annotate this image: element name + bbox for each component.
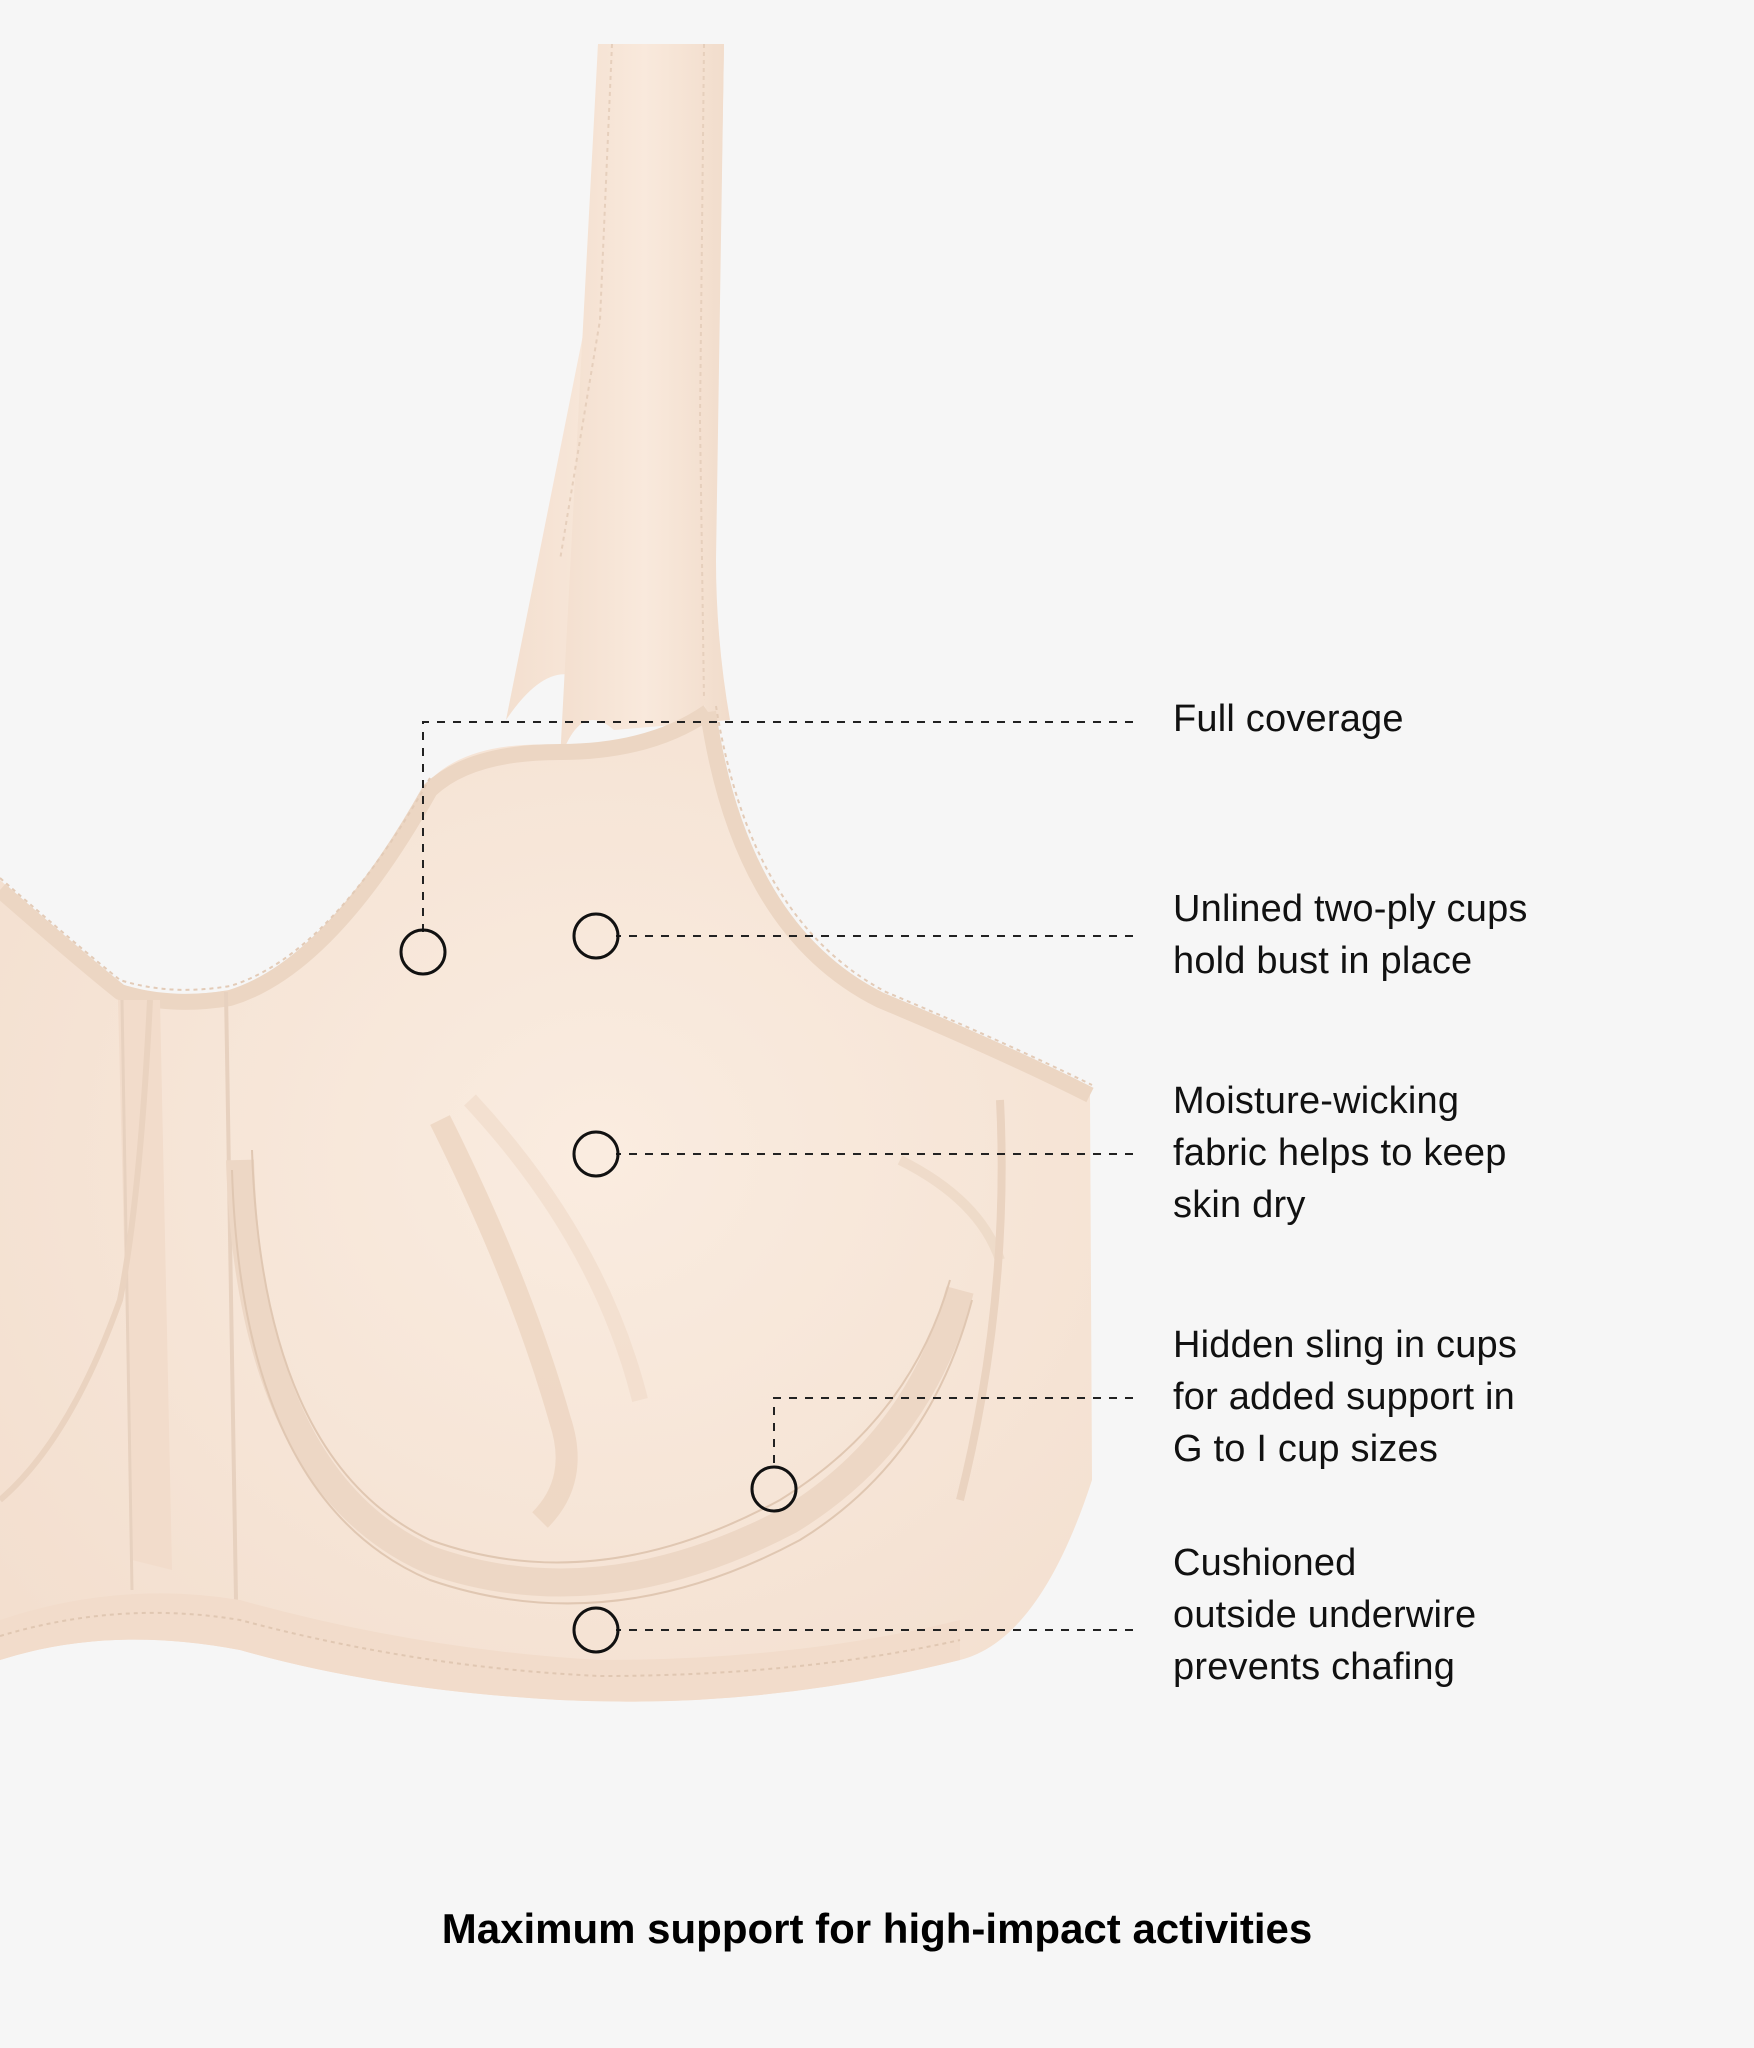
callout-line: prevents chafing	[1173, 1646, 1456, 1688]
hotspot-cushioned-underwire	[572, 1606, 620, 1654]
callout-cushioned-underwire: Cushioned outside underwire prevents cha…	[1173, 1537, 1476, 1693]
hotspot-unlined-cups	[572, 912, 620, 960]
callout-full-coverage: Full coverage	[1173, 693, 1404, 745]
callout-line: for added support in	[1173, 1376, 1516, 1418]
leader-line-full-coverage	[422, 721, 1133, 936]
callout-line: Moisture-wicking	[1173, 1080, 1460, 1122]
callout-moisture-wicking: Moisture-wicking fabric helps to keep sk…	[1173, 1075, 1507, 1231]
callout-line: fabric helps to keep	[1173, 1132, 1507, 1174]
callout-line: Unlined two-ply cups	[1173, 888, 1528, 930]
callout-leader-lines	[422, 721, 1133, 1631]
callout-line: hold bust in place	[1173, 940, 1473, 982]
callout-line: Hidden sling in cups	[1173, 1324, 1518, 1366]
callout-line: Full coverage	[1173, 698, 1404, 740]
callout-line: Cushioned	[1173, 1542, 1357, 1584]
callout-hidden-sling: Hidden sling in cups for added support i…	[1173, 1319, 1517, 1475]
hotspot-full-coverage	[399, 928, 447, 976]
feature-caption: Maximum support for high-impact activiti…	[441, 1905, 1313, 1952]
leader-line-hidden-sling	[773, 1397, 1133, 1467]
hotspot-moisture-wicking	[572, 1130, 620, 1178]
hotspot-hidden-sling	[750, 1465, 798, 1513]
callout-unlined-cups: Unlined two-ply cups hold bust in place	[1173, 883, 1528, 987]
callout-line: skin dry	[1173, 1184, 1306, 1226]
callout-line: outside underwire	[1173, 1594, 1477, 1636]
underwire-channel	[226, 1159, 974, 1597]
callout-line: G to I cup sizes	[1173, 1428, 1439, 1470]
